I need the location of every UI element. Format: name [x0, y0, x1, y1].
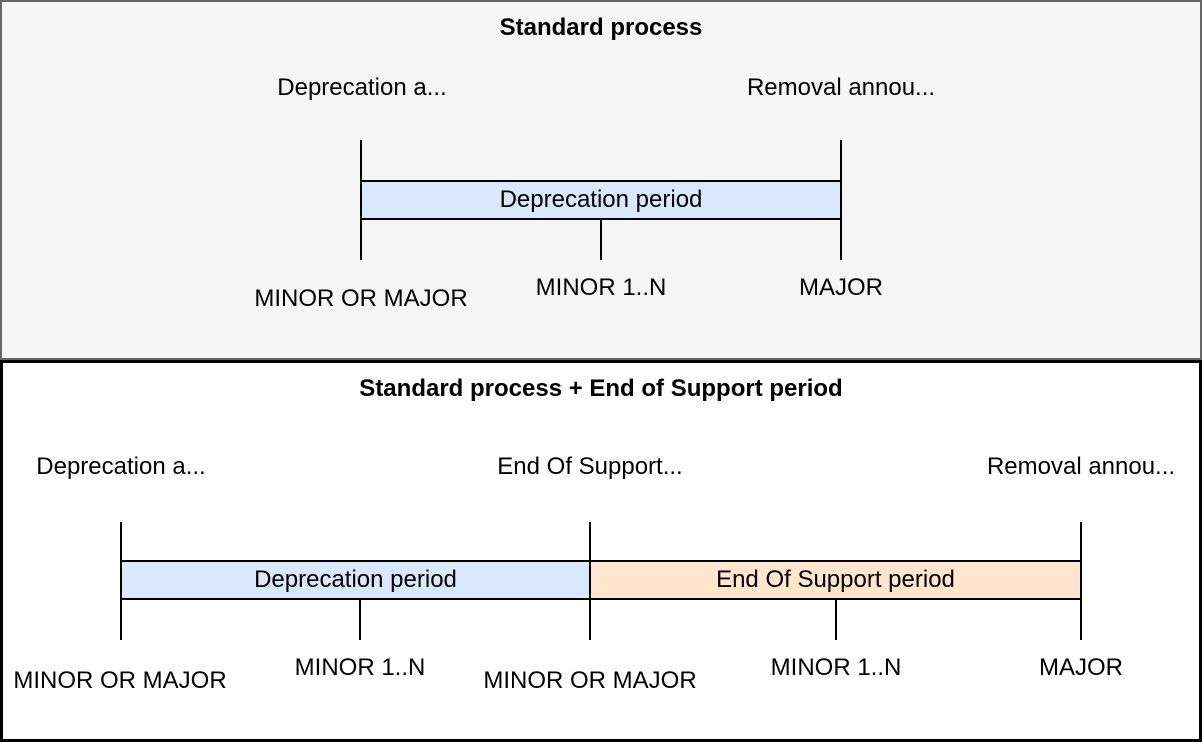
- standard-process-title: Standard process: [499, 14, 703, 41]
- standard-process-eos-panel: [0, 360, 1202, 742]
- milestone2-minor-1n-1: MINOR 1..N: [294, 654, 426, 681]
- deprecation-period-bar-2: Deprecation period: [120, 560, 591, 600]
- deprecation-announcement-label: Deprecation a...: [277, 74, 447, 101]
- standard-process-eos-title: Standard process + End of Support period: [359, 375, 843, 402]
- deprecation-period-bar: Deprecation period: [360, 180, 842, 220]
- milestone-minor-or-major: MINOR OR MAJOR: [254, 285, 468, 312]
- timeline2-tick-mid-eos: [835, 600, 837, 640]
- milestone-minor-1n: MINOR 1..N: [535, 274, 667, 301]
- milestone2-minor-or-major-2: MINOR OR MAJOR: [483, 667, 697, 694]
- deprecation-announcement-label-2: Deprecation a...: [36, 453, 206, 480]
- milestone2-major: MAJOR: [1039, 654, 1123, 681]
- end-of-support-period-bar: End Of Support period: [589, 560, 1082, 600]
- milestone2-minor-or-major-1: MINOR OR MAJOR: [13, 667, 227, 694]
- timeline2-tick-mid-deprecation: [359, 600, 361, 640]
- removal-announcement-label-2: Removal annou...: [986, 453, 1176, 480]
- removal-announcement-label: Removal annou...: [746, 74, 936, 101]
- milestone-major: MAJOR: [799, 274, 883, 301]
- end-of-support-announcement-label: End Of Support...: [497, 453, 683, 480]
- timeline-tick-middle: [600, 220, 602, 260]
- milestone2-minor-1n-2: MINOR 1..N: [770, 654, 902, 681]
